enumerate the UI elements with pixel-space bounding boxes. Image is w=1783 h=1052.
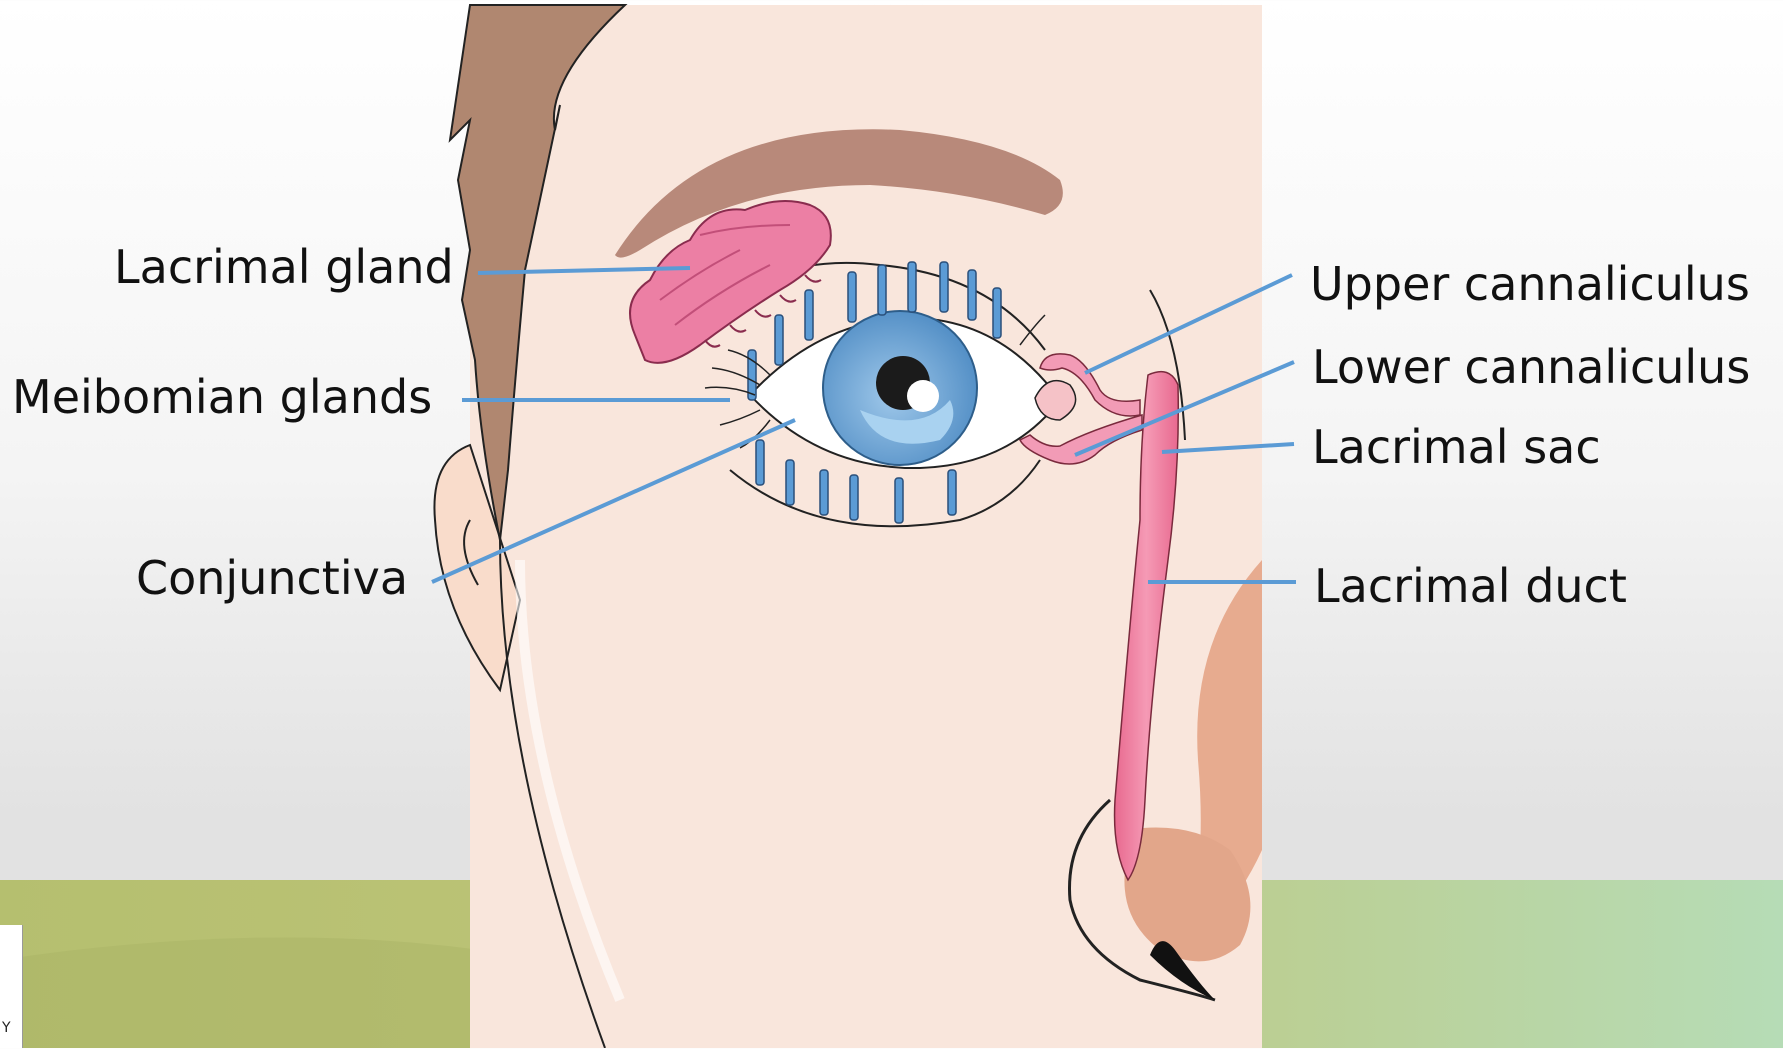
label-conjunctiva: Conjunctiva	[136, 555, 408, 601]
label-lacrimal-gland: Lacrimal gland	[114, 244, 454, 290]
label-meibomian-glands: Meibomian glands	[12, 374, 432, 420]
pupil-reflection	[907, 380, 939, 412]
label-lower-cannaliculus: Lower cannaliculus	[1312, 344, 1750, 390]
logo-text: Y	[2, 1020, 11, 1036]
label-lacrimal-sac: Lacrimal sac	[1312, 424, 1601, 470]
label-lacrimal-duct: Lacrimal duct	[1314, 563, 1627, 609]
label-upper-cannaliculus: Upper cannaliculus	[1310, 261, 1750, 307]
